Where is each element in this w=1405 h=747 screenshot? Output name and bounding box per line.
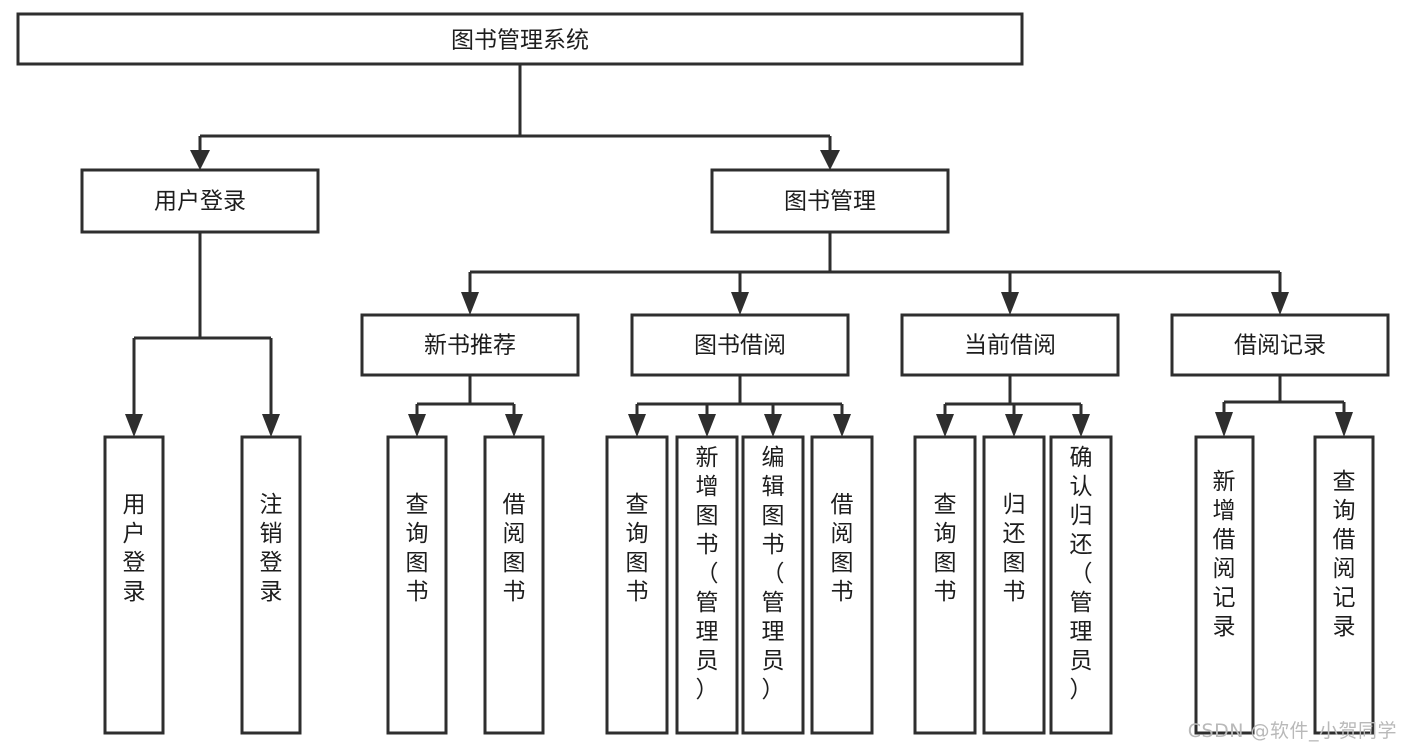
node-current-borrow[interactable]: 当前借阅 xyxy=(900,313,1120,377)
node-leaf-add-record-box[interactable] xyxy=(1194,435,1255,735)
node-leaf-edit-book-label: 编辑图书（管理员） xyxy=(762,445,785,703)
node-user-login[interactable]: 用户登录 xyxy=(80,168,320,234)
node-borrow-record-label: 借阅记录 xyxy=(1234,333,1326,359)
node-leaf-borrow-book-2-box[interactable] xyxy=(810,435,874,735)
node-leaf-add-book-box[interactable] xyxy=(675,435,739,735)
node-book-management-label: 图书管理 xyxy=(784,189,876,215)
node-user-login-label: 用户登录 xyxy=(154,189,246,215)
node-leaf-edit-book-box[interactable] xyxy=(741,435,805,735)
node-leaf-query-book-3[interactable]: 查询图书 xyxy=(913,435,977,735)
node-book-borrow[interactable]: 图书借阅 xyxy=(630,313,850,377)
node-leaf-user-login[interactable]: 用户登录 xyxy=(103,435,165,735)
arrow-head-leaf-add-book xyxy=(698,414,716,437)
node-new-book-recommend-box[interactable] xyxy=(360,313,580,377)
node-leaf-edit-book[interactable]: 编辑图书（管理员） xyxy=(741,435,805,735)
node-leaf-query-record[interactable]: 查询借阅记录 xyxy=(1313,435,1375,735)
node-book-management[interactable]: 图书管理 xyxy=(710,168,950,234)
node-leaf-borrow-book-1[interactable]: 借阅图书 xyxy=(483,435,545,735)
node-leaf-add-book-label: 新增图书（管理员） xyxy=(696,445,719,703)
node-user-login-box[interactable] xyxy=(80,168,320,234)
arrow-head-leaf-return-book xyxy=(1005,414,1023,437)
node-leaf-return-book-label: 归还图书 xyxy=(1003,492,1026,605)
arrow-head-borrow-record xyxy=(1271,292,1289,315)
node-leaf-query-record-label: 查询借阅记录 xyxy=(1333,469,1356,640)
arrow-head-leaf-edit-book xyxy=(764,414,782,437)
arrow-head-book-management xyxy=(820,150,840,170)
arrow-head-leaf-query-book-1 xyxy=(408,414,426,437)
node-leaf-confirm-return[interactable]: 确认归还（管理员） xyxy=(1049,435,1113,735)
node-leaf-confirm-return-box[interactable] xyxy=(1049,435,1113,735)
node-leaf-add-record-label: 新增借阅记录 xyxy=(1213,469,1236,640)
node-leaf-return-book-box[interactable] xyxy=(982,435,1046,735)
node-leaf-logout-login-label: 注销登录 xyxy=(260,492,283,605)
node-leaf-query-record-box[interactable] xyxy=(1313,435,1375,735)
node-leaf-logout-login-box[interactable] xyxy=(240,435,302,735)
node-borrow-record[interactable]: 借阅记录 xyxy=(1170,313,1390,377)
node-leaf-query-book-2-box[interactable] xyxy=(605,435,669,735)
node-borrow-record-box[interactable] xyxy=(1170,313,1390,377)
node-leaf-user-login-label: 用户登录 xyxy=(123,492,146,605)
arrow-head-leaf-query-book-2 xyxy=(628,414,646,437)
arrow-head-new-book-recommend xyxy=(461,292,479,315)
arrow-head-leaf-query-book-3 xyxy=(936,414,954,437)
node-leaf-query-book-1-box[interactable] xyxy=(386,435,448,735)
node-leaf-borrow-book-2-label: 借阅图书 xyxy=(831,492,854,605)
node-leaf-query-book-2[interactable]: 查询图书 xyxy=(605,435,669,735)
arrow-head-leaf-borrow-book-1 xyxy=(505,414,523,437)
node-current-borrow-label: 当前借阅 xyxy=(964,333,1056,359)
arrow-head-book-borrow xyxy=(731,292,749,315)
node-leaf-user-login-box[interactable] xyxy=(103,435,165,735)
node-leaf-query-book-3-box[interactable] xyxy=(913,435,977,735)
arrow-head-leaf-confirm-return xyxy=(1072,414,1090,437)
node-new-book-recommend[interactable]: 新书推荐 xyxy=(360,313,580,377)
arrow-head-leaf-borrow-book-2 xyxy=(833,414,851,437)
node-leaf-borrow-book-2[interactable]: 借阅图书 xyxy=(810,435,874,735)
node-leaf-borrow-book-1-box[interactable] xyxy=(483,435,545,735)
arrow-head-user-login xyxy=(190,150,210,170)
node-leaf-borrow-book-1-label: 借阅图书 xyxy=(503,492,526,605)
connector-layer xyxy=(125,64,1353,437)
node-book-borrow-box[interactable] xyxy=(630,313,850,377)
node-leaf-return-book[interactable]: 归还图书 xyxy=(982,435,1046,735)
node-leaf-query-book-1[interactable]: 查询图书 xyxy=(386,435,448,735)
arrow-head-leaf-logout-login xyxy=(262,414,280,437)
node-book-borrow-label: 图书借阅 xyxy=(694,333,786,359)
node-leaf-logout-login[interactable]: 注销登录 xyxy=(240,435,302,735)
arrow-head-leaf-query-record xyxy=(1335,412,1353,437)
node-new-book-recommend-label: 新书推荐 xyxy=(424,333,516,359)
arrow-head-leaf-add-record xyxy=(1215,412,1233,437)
node-root-box[interactable] xyxy=(16,12,1024,66)
node-leaf-query-book-2-label: 查询图书 xyxy=(626,492,649,605)
node-leaf-confirm-return-label: 确认归还（管理员） xyxy=(1070,445,1093,703)
node-leaf-add-record[interactable]: 新增借阅记录 xyxy=(1194,435,1255,735)
node-book-management-box[interactable] xyxy=(710,168,950,234)
node-current-borrow-box[interactable] xyxy=(900,313,1120,377)
node-root[interactable]: 图书管理系统 xyxy=(16,12,1024,66)
arrow-head-current-borrow xyxy=(1001,292,1019,315)
node-leaf-add-book[interactable]: 新增图书（管理员） xyxy=(675,435,739,735)
node-leaf-query-book-3-label: 查询图书 xyxy=(934,492,957,605)
node-root-label: 图书管理系统 xyxy=(451,28,589,54)
arrow-head-leaf-user-login xyxy=(125,414,143,437)
node-leaf-query-book-1-label: 查询图书 xyxy=(406,492,429,605)
